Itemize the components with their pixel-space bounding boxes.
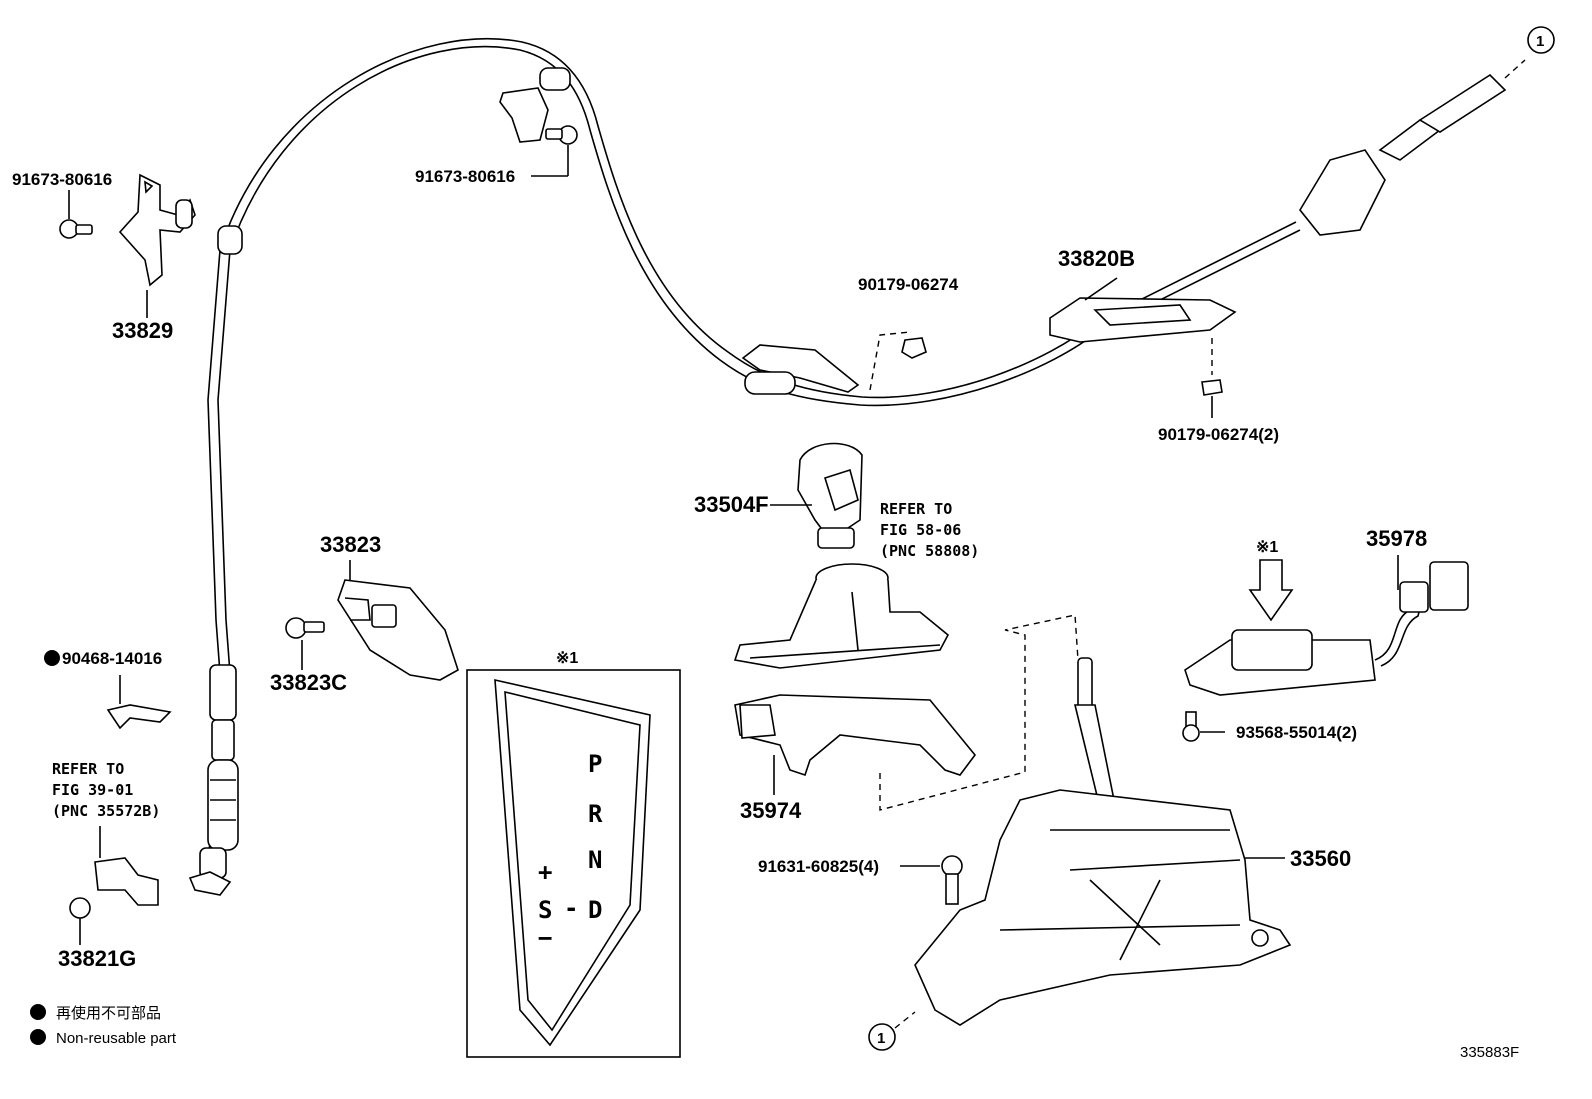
label-91673-80616-mid: 91673-80616	[415, 167, 515, 186]
label-91631-60825-4: 91631-60825(4)	[758, 857, 879, 876]
gear-letter-n: N	[588, 846, 602, 874]
gear-letter-p: P	[588, 750, 602, 778]
key-interlock	[69, 826, 159, 945]
legend-jp: 再使用不可部品	[56, 1005, 161, 1022]
gear-letter-r: R	[588, 800, 603, 828]
bracket-33829	[118, 173, 196, 318]
ref-fig39-line3: (PNC 35572B)	[52, 802, 160, 820]
label-90468-14016: 90468-14016	[62, 649, 162, 668]
label-33829: 33829	[112, 318, 173, 343]
legend-dot-jp	[30, 1004, 46, 1020]
bezel-35974	[734, 694, 977, 795]
cable-end-right	[1095, 59, 1526, 331]
shift-lever-base-33560	[879, 614, 1292, 1029]
ref-fig58-line1: REFER TO	[880, 500, 952, 518]
label-90179-06274-2: 90179-06274(2)	[1158, 425, 1279, 444]
marker-circle-bottom-text: 1	[877, 1030, 885, 1047]
cable-bracket-top	[499, 87, 578, 177]
label-33504F: 33504F	[694, 492, 769, 517]
cable-bracket-33820B	[1049, 277, 1237, 418]
marker-circle-bottom	[868, 1023, 896, 1051]
label-33823: 33823	[320, 532, 381, 557]
gear-letter-d: D	[588, 896, 602, 924]
note-ref-switch: ※1	[1256, 539, 1278, 556]
figure-id: 335883F	[1460, 1044, 1519, 1061]
label-33820B: 33820B	[1058, 246, 1135, 271]
ref-fig39-line2: FIG 39-01	[52, 781, 133, 799]
marker-circle-top-text: 1	[1536, 33, 1544, 50]
label-91673-80616-left: 91673-80616	[12, 170, 112, 189]
label-93568-55014-2: 93568-55014(2)	[1236, 723, 1357, 742]
plate-33823	[337, 560, 459, 681]
label-35978: 35978	[1366, 526, 1427, 551]
bolt-33823C	[285, 617, 325, 670]
label-90179-06274: 90179-06274	[858, 275, 959, 294]
shift-knob-33504F	[770, 442, 863, 549]
label-33560: 33560	[1290, 846, 1351, 871]
switch-35978	[1184, 555, 1469, 696]
ref-fig39-line1: REFER TO	[52, 760, 124, 778]
note-ref-box: ※1	[556, 650, 578, 667]
shift-cable-left	[188, 38, 1101, 896]
gear-dash: -	[564, 894, 578, 922]
ref-fig58-line3: (PNC 58808)	[880, 542, 979, 560]
indicator-housing	[733, 563, 950, 669]
label-33823C: 33823C	[270, 670, 347, 695]
indicator-panel-box	[466, 669, 681, 1058]
gear-letter-s: S	[538, 896, 552, 924]
label-35974: 35974	[740, 798, 802, 823]
non-reusable-dot-90468	[44, 650, 60, 666]
legend-en: Non-reusable part	[56, 1030, 177, 1047]
bolt-93568	[1182, 711, 1225, 742]
legend-dot-en	[30, 1029, 46, 1045]
bolt-91673-left	[59, 190, 93, 239]
gear-plus: +	[538, 858, 552, 886]
gear-minus: −	[538, 924, 552, 952]
clip-90468	[106, 675, 172, 730]
marker-circle-top	[1527, 26, 1555, 54]
label-33821G: 33821G	[58, 946, 136, 971]
ref-fig58-line2: FIG 58-06	[880, 521, 961, 539]
bolt-91631	[900, 855, 963, 905]
cable-bracket-mid	[741, 331, 927, 395]
